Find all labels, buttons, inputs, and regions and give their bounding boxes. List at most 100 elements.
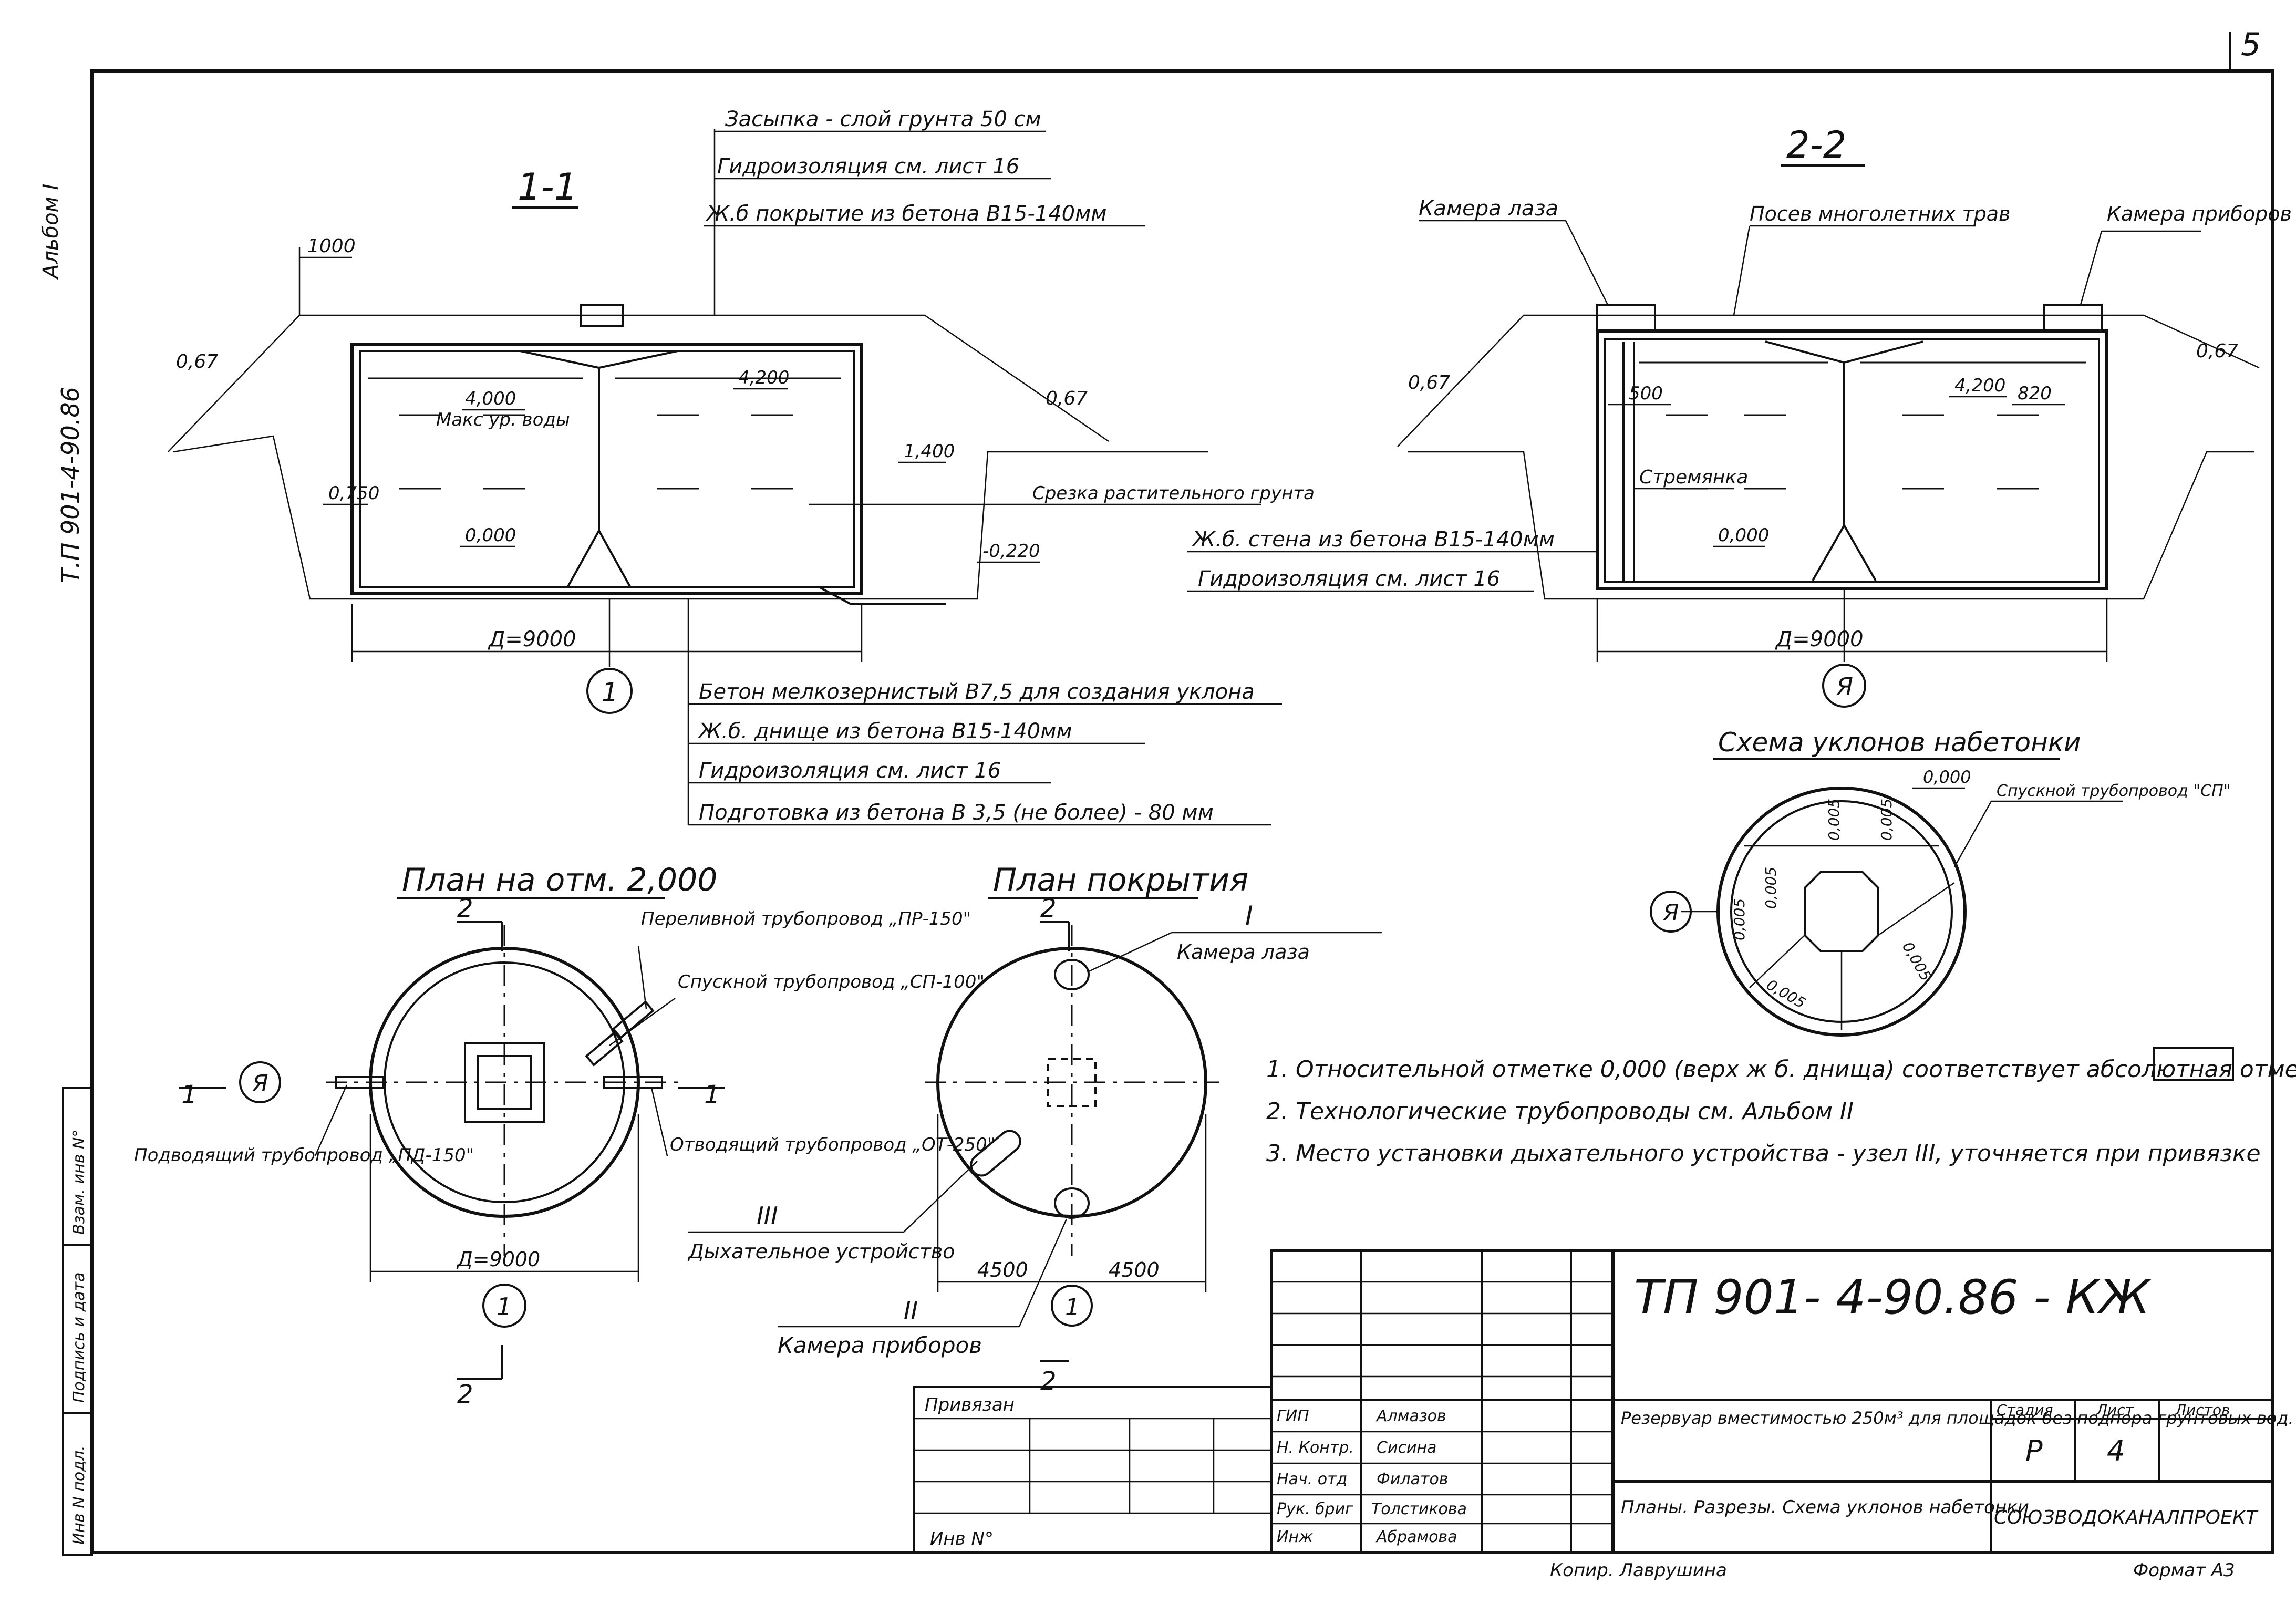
svg-text:Подводящий трубопровод „ПД-150: Подводящий трубопровод „ПД-150"	[134, 1145, 474, 1166]
svg-text:Посев многолетних трав: Посев многолетних трав	[1750, 202, 2010, 225]
svg-text:Ж.б. днище из бетона В15-140мм: Ж.б. днище из бетона В15-140мм	[697, 719, 1072, 743]
svg-text:Сисина: Сисина	[1377, 1439, 1436, 1457]
svg-text:2. Технологические трубопрово: 2. Технологические трубопроводы см. Альб…	[1266, 1098, 1854, 1125]
svg-text:Я: Я	[1662, 899, 1679, 926]
svg-text:Листов: Листов	[2175, 1401, 2230, 1419]
svg-text:Спускной трубопровод "СП": Спускной трубопровод "СП"	[1997, 782, 2231, 800]
svg-text:2: 2	[457, 1380, 473, 1409]
svg-text:Схема уклонов набетонки: Схема уклонов набетонки	[1718, 727, 2081, 758]
svg-text:Филатов: Филатов	[1377, 1470, 1448, 1488]
svg-text:1000: 1000	[307, 235, 356, 257]
svg-text:Нач. отд: Нач. отд	[1277, 1470, 1347, 1488]
svg-text:Спускной трубопровод „СП-100": Спускной трубопровод „СП-100"	[678, 971, 985, 992]
svg-text:Переливной трубопровод „ПР-150: Переливной трубопровод „ПР-150"	[641, 908, 971, 929]
general-notes: 1. Относительной отметке 0,000 (верх ж б…	[1266, 1047, 2296, 1167]
svg-text:1-1: 1-1	[518, 165, 577, 209]
svg-text:Камера приборов: Камера приборов	[2107, 202, 2292, 225]
svg-text:Р: Р	[2025, 1434, 2043, 1467]
svg-text:0,67: 0,67	[1408, 372, 1450, 394]
svg-text:Альбом I: Альбом I	[39, 184, 63, 280]
svg-text:Т.П 901-4-90.86: Т.П 901-4-90.86	[56, 387, 85, 583]
title-block: Привязан Инв N° ТП 901- 4-90.86 - КЖ ГИП…	[913, 1249, 2294, 1554]
svg-text:0,67: 0,67	[176, 351, 218, 373]
svg-text:3. Место установки дыхательног: 3. Место установки дыхательного устройст…	[1266, 1140, 2261, 1167]
svg-text:0,67: 0,67	[2196, 340, 2238, 362]
svg-text:820: 820	[2018, 383, 2052, 404]
svg-text:0,000: 0,000	[465, 525, 516, 546]
plan-roof: План покрытия 2 2 I Камера лаза III Дыха…	[687, 862, 1382, 1396]
svg-text:Подпись и дата: Подпись и дата	[70, 1272, 88, 1403]
svg-text:2-2: 2-2	[1786, 123, 1846, 167]
plan-el-2000: План на отм. 2,000 2 2 1 1 Я 1 Переливно…	[134, 862, 995, 1409]
svg-text:Макс ур. воды: Макс ур. воды	[436, 409, 570, 430]
svg-text:СОЮЗВОДОКАНАЛПРОЕКТ: СОЮЗВОДОКАНАЛПРОЕКТ	[1994, 1507, 2259, 1528]
svg-text:Д=9000: Д=9000	[1775, 627, 1864, 651]
svg-text:ГИП: ГИП	[1277, 1407, 1309, 1425]
footer-copy: Копир. Лаврушина	[1550, 1560, 1727, 1581]
svg-text:Гидроизоляция см. лист 16: Гидроизоляция см. лист 16	[1198, 567, 1500, 591]
svg-text:0,005: 0,005	[1762, 867, 1780, 909]
svg-text:4,200: 4,200	[1954, 375, 2005, 396]
svg-text:ТП 901- 4-90.86 - КЖ: ТП 901- 4-90.86 - КЖ	[1634, 1270, 2152, 1325]
svg-text:Взам. инв N°: Взам. инв N°	[70, 1130, 88, 1235]
svg-text:Подготовка из бетона В 3,5: Подготовка из бетона В 3,5 (не более) - …	[699, 801, 1214, 825]
svg-text:4,000: 4,000	[465, 388, 516, 409]
svg-text:I: I	[1245, 901, 1253, 931]
svg-text:1,400: 1,400	[904, 441, 955, 462]
page-number: 5	[2241, 26, 2261, 63]
svg-text:Стадия: Стадия	[1997, 1401, 2053, 1419]
svg-text:-0,220: -0,220	[982, 541, 1040, 562]
svg-text:Гидроизоляция см. лист 16: Гидроизоляция см. лист 16	[717, 154, 1019, 179]
svg-text:500: 500	[1629, 383, 1663, 404]
svg-text:Д=9000: Д=9000	[488, 627, 576, 651]
svg-text:1: 1	[497, 1292, 512, 1321]
svg-text:Гидроизоляция см. лист 16: Гидроизоляция см. лист 16	[699, 759, 1001, 783]
svg-text:Планы. Разрезы. Схема уклонов: Планы. Разрезы. Схема уклонов набетонки	[1621, 1497, 2029, 1518]
svg-text:0,005: 0,005	[1899, 939, 1935, 984]
svg-text:Лист: Лист	[2096, 1401, 2134, 1419]
svg-text:0,000: 0,000	[1923, 767, 1971, 787]
svg-text:Камера лаза: Камера лаза	[1419, 196, 1558, 221]
footer-format: Формат А3	[2133, 1560, 2235, 1581]
svg-text:1: 1	[181, 1080, 198, 1110]
svg-text:III: III	[757, 1202, 778, 1230]
svg-text:Д=9000: Д=9000	[456, 1248, 540, 1271]
svg-text:Я: Я	[252, 1070, 268, 1097]
svg-text:4,200: 4,200	[738, 367, 789, 388]
svg-text:Дыхательное устройство: Дыхательное устройство	[687, 1240, 955, 1263]
svg-text:Камера приборов: Камера приборов	[778, 1332, 982, 1358]
svg-text:Бетон мелкозернистый В7,5 дл: Бетон мелкозернистый В7,5 для создания у…	[699, 680, 1255, 704]
svg-text:0,750: 0,750	[328, 483, 379, 504]
svg-text:0,005: 0,005	[1878, 799, 1895, 841]
svg-text:Толстикова: Толстикова	[1371, 1500, 1467, 1518]
svg-text:Стремянка: Стремянка	[1639, 467, 1748, 488]
svg-text:II: II	[904, 1296, 918, 1325]
svg-text:Привязан: Привязан	[925, 1394, 1015, 1415]
svg-text:План на отм. 2,000: План на отм. 2,000	[402, 862, 717, 898]
svg-text:0,000: 0,000	[1718, 525, 1769, 546]
svg-text:Резервуар вместимостью 250м³ д: Резервуар вместимостью 250м³ для площадо…	[1621, 1408, 2294, 1428]
svg-text:2: 2	[457, 894, 473, 923]
section-2-2: 2-2 Камера лаза Посев многолетних трав К…	[1187, 123, 2292, 708]
svg-text:0,005: 0,005	[1731, 898, 1748, 940]
svg-text:Н. Контр.: Н. Контр.	[1277, 1439, 1354, 1457]
slope-scheme: Схема уклонов набетонки 0,000 Спускной т…	[1650, 727, 2231, 1037]
svg-text:Алмазов: Алмазов	[1375, 1407, 1446, 1425]
svg-text:Ж.б покрытие из бетона В15-14: Ж.б покрытие из бетона В15-140мм	[705, 202, 1106, 226]
svg-text:4: 4	[2107, 1434, 2125, 1467]
svg-text:1: 1	[704, 1080, 720, 1110]
svg-text:0,67: 0,67	[1046, 388, 1088, 409]
svg-text:Камера лаза: Камера лаза	[1177, 940, 1310, 964]
svg-text:2: 2	[1040, 1367, 1057, 1396]
svg-text:Инж: Инж	[1277, 1528, 1313, 1546]
svg-text:4500: 4500	[1109, 1258, 1160, 1281]
section-1-1: 1-1 1000 0,67 0,67 4,000 Макс	[168, 107, 1315, 826]
svg-text:4500: 4500	[977, 1258, 1028, 1281]
svg-text:1: 1	[1065, 1294, 1080, 1321]
svg-text:Абрамова: Абрамова	[1375, 1528, 1457, 1546]
svg-text:План покрытия: План покрытия	[993, 862, 1248, 898]
svg-text:1. Относительной отметке 0,000: 1. Относительной отметке 0,000 (верх ж б…	[1266, 1056, 2296, 1083]
svg-text:2: 2	[1040, 894, 1057, 923]
svg-text:Рук. бриг: Рук. бриг	[1277, 1500, 1353, 1518]
